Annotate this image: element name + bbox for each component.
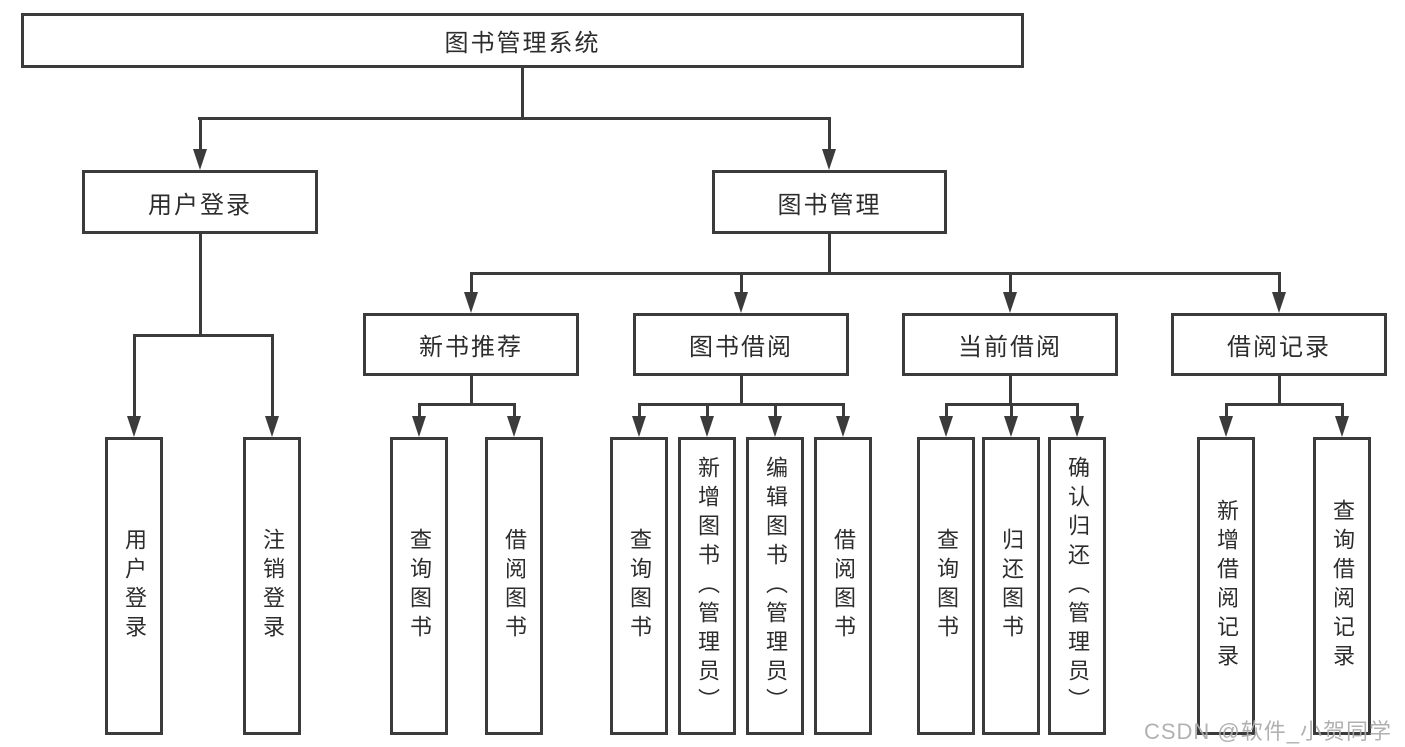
connector-vline: [199, 234, 202, 335]
connector-vline: [1341, 405, 1344, 417]
arrowhead-down: [836, 416, 850, 437]
node-label: 图书管理系统: [444, 30, 601, 57]
leaf-user-login: 用户登录: [105, 437, 163, 735]
arrowhead-down: [1070, 416, 1084, 437]
leaf-add-borrow-record: 新增借阅记录: [1197, 437, 1255, 735]
connector-vline: [133, 336, 136, 418]
connector-vline: [1076, 405, 1079, 417]
arrowhead-down: [193, 149, 207, 170]
leaf-query-books-borrow: 查询图书: [610, 437, 668, 735]
connector-vline: [470, 274, 473, 294]
node-label: 新书推荐: [419, 334, 523, 361]
connector-vline: [638, 405, 641, 417]
leaf-query-books-recommend: 查询图书: [390, 437, 448, 735]
connector-vline: [828, 234, 831, 274]
leaf-label: 编辑图书（管理员）: [763, 455, 788, 717]
connector-hline: [198, 117, 831, 120]
arrowhead-down: [822, 149, 836, 170]
leaf-label: 新增图书（管理员）: [695, 455, 720, 717]
arrowhead-down: [464, 292, 478, 313]
connector-vline: [470, 376, 473, 405]
leaf-label: 注销登录: [260, 528, 285, 644]
leaf-label: 借阅图书: [502, 528, 527, 644]
arrowhead-down: [412, 416, 426, 437]
arrowhead-down: [632, 416, 646, 437]
connector-vline: [513, 405, 516, 417]
connector-vline: [521, 68, 524, 119]
node-label: 图书管理: [777, 191, 882, 219]
connector-hline: [418, 403, 516, 406]
node-label: 当前借阅: [958, 334, 1062, 361]
arrowhead-down: [507, 416, 521, 437]
watermark: CSDN @软件_小贺同学: [1143, 719, 1392, 744]
leaf-label: 查询借阅记录: [1330, 499, 1355, 673]
leaf-query-books-current: 查询图书: [917, 437, 975, 735]
connector-vline: [1009, 274, 1012, 294]
leaf-return-books: 归还图书: [982, 437, 1040, 735]
arrowhead-down: [700, 416, 714, 437]
connector-vline: [199, 119, 202, 154]
arrowhead-down: [1272, 292, 1286, 313]
connector-vline: [774, 405, 777, 417]
connector-hline: [638, 403, 845, 406]
node-user-login: 用户登录: [82, 170, 318, 234]
leaf-borrow-books-recommend: 借阅图书: [485, 437, 543, 735]
node-label: 借阅记录: [1227, 334, 1331, 361]
arrowhead-down: [127, 416, 141, 437]
leaf-label: 借阅图书: [831, 528, 856, 644]
arrowhead-down: [1003, 292, 1017, 313]
node-borrow-records: 借阅记录: [1171, 313, 1387, 376]
connector-vline: [740, 376, 743, 405]
arrowhead-down: [939, 416, 953, 437]
connector-vline: [842, 405, 845, 417]
leaf-query-borrow-record: 查询借阅记录: [1313, 437, 1371, 735]
connector-vline: [828, 119, 831, 154]
leaf-label: 用户登录: [122, 528, 147, 644]
leaf-label: 查询图书: [407, 528, 432, 644]
leaf-label: 查询图书: [934, 528, 959, 644]
arrowhead-down: [734, 292, 748, 313]
node-book-borrow: 图书借阅: [633, 313, 849, 376]
connector-hline: [945, 403, 1079, 406]
connector-vline: [1278, 274, 1281, 294]
leaf-edit-books-admin: 编辑图书（管理员）: [746, 437, 804, 735]
arrowhead-down: [265, 416, 279, 437]
arrowhead-down: [1219, 416, 1233, 437]
node-current-borrow: 当前借阅: [902, 313, 1118, 376]
connector-vline: [418, 405, 421, 417]
arrowhead-down: [1004, 416, 1018, 437]
connector-vline: [1010, 405, 1013, 417]
node-label: 图书借阅: [689, 334, 793, 361]
leaf-label: 归还图书: [999, 528, 1024, 644]
leaf-add-books-admin: 新增图书（管理员）: [678, 437, 736, 735]
leaf-label: 查询图书: [627, 528, 652, 644]
node-label: 用户登录: [148, 191, 252, 219]
leaf-borrow-books: 借阅图书: [814, 437, 872, 735]
connector-hline: [133, 334, 274, 337]
arrowhead-down: [768, 416, 782, 437]
leaf-confirm-return-admin: 确认归还（管理员）: [1048, 437, 1106, 735]
leaf-label: 确认归还（管理员）: [1065, 455, 1090, 717]
leaf-logout: 注销登录: [243, 437, 301, 735]
connector-hline: [1225, 403, 1344, 406]
node-new-book-recommend: 新书推荐: [363, 313, 579, 376]
connector-hline: [470, 272, 1281, 275]
node-book-management: 图书管理: [712, 170, 947, 234]
connector-vline: [1278, 376, 1281, 405]
connector-vline: [1225, 405, 1228, 417]
leaf-label: 新增借阅记录: [1214, 499, 1239, 673]
node-system-root: 图书管理系统: [21, 13, 1024, 68]
connector-vline: [706, 405, 709, 417]
connector-vline: [271, 336, 274, 418]
connector-vline: [740, 274, 743, 294]
connector-vline: [945, 405, 948, 417]
connector-vline: [1009, 376, 1012, 405]
arrowhead-down: [1335, 416, 1349, 437]
